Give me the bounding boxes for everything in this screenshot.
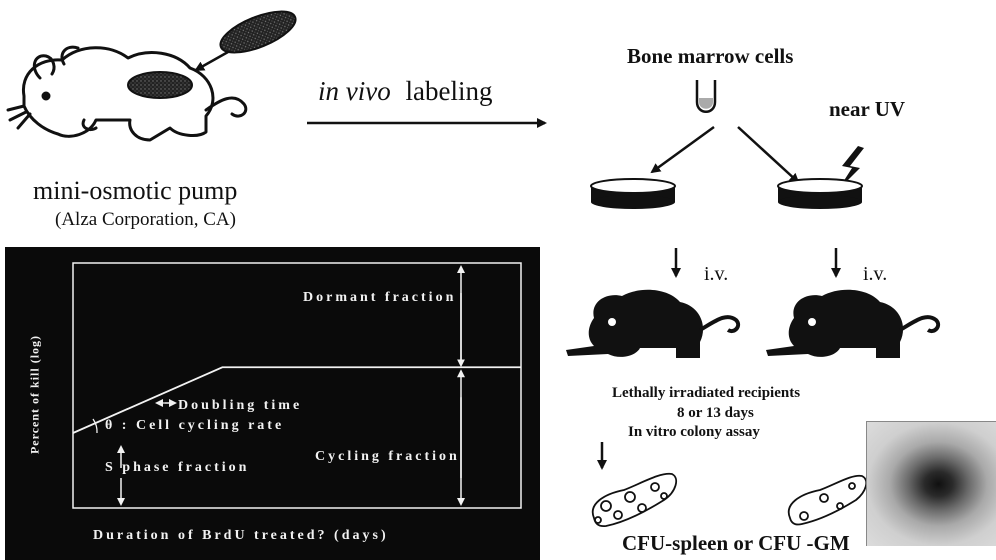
- cell-cycling-rate-label: θ : Cell cycling rate: [105, 418, 284, 434]
- in-vivo-italic: in vivo: [318, 76, 391, 106]
- s-phase-fraction-label: S phase fraction: [105, 460, 249, 476]
- bone-marrow-title: Bone marrow cells: [627, 44, 793, 69]
- result-caption: CFU-spleen or CFU -GM: [622, 531, 850, 556]
- recipient-mouse-left-icon: [566, 290, 738, 358]
- implanted-pump-icon: [128, 72, 192, 98]
- test-tube-sample-icon: [699, 98, 713, 109]
- spleen-right-icon: [789, 476, 867, 525]
- pump-subtitle: (Alza Corporation, CA): [55, 209, 236, 231]
- ylabel: Percent of kill (log): [28, 315, 43, 475]
- recipient-mouse-right-icon: [766, 290, 938, 358]
- cycling-fraction-label: Cycling fraction: [315, 449, 460, 465]
- recipients-line1: Lethally irradiated recipients: [612, 385, 800, 402]
- near-uv-label: near UV: [829, 97, 905, 122]
- doubling-time-label: Doubling time: [178, 398, 302, 414]
- split-arrow-right: [738, 127, 798, 182]
- colony-photo: [866, 421, 996, 546]
- petri-dish-right-icon: [778, 179, 862, 209]
- pump-insert-arrow: [196, 52, 228, 70]
- spleen-left-icon: [593, 474, 676, 526]
- labeling-word: labeling: [405, 76, 492, 106]
- brdu-kill-chart: Percent of kill (log) Duration of BrdU t…: [5, 247, 540, 560]
- theta-arc: [93, 419, 97, 433]
- split-arrow-left: [652, 127, 714, 172]
- labeling-arrow-label: in vivo labeling: [318, 76, 492, 107]
- recipients-line2: 8 or 13 days: [677, 405, 754, 422]
- xlabel: Duration of BrdU treated? (days): [93, 528, 389, 544]
- recipients-line3: In vitro colony assay: [628, 424, 760, 441]
- pump-title: mini-osmotic pump: [33, 176, 237, 206]
- iv-label-left: i.v.: [704, 263, 728, 286]
- petri-dish-left-icon: [591, 179, 675, 209]
- dormant-fraction-label: Dormant fraction: [303, 290, 456, 306]
- iv-label-right: i.v.: [863, 263, 887, 286]
